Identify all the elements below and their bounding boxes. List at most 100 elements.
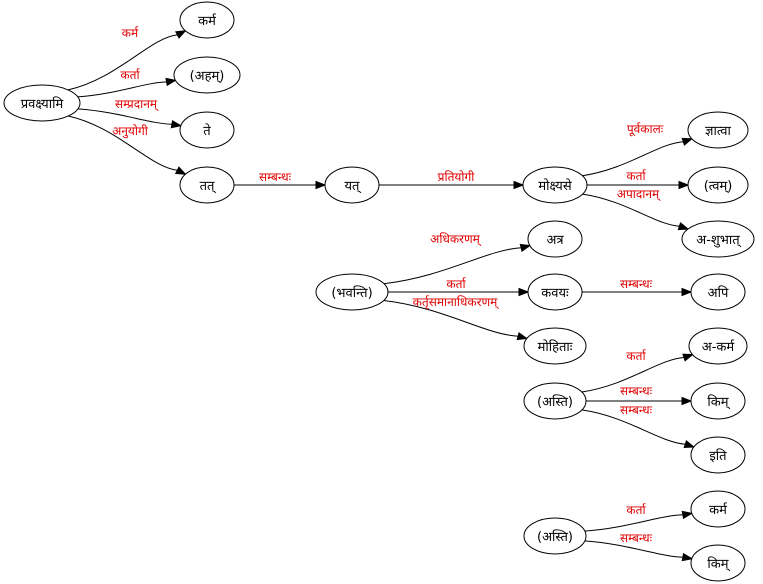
node-label: अ-शुभात् [696, 233, 741, 248]
node-n1: कर्म [179, 1, 235, 39]
node-ellipse [523, 517, 587, 555]
edge-line [581, 357, 685, 393]
arrowhead-icon [678, 180, 690, 190]
edge-label: कर्ता [446, 277, 466, 291]
arrowhead-icon [174, 166, 187, 175]
edge-label: सम्बन्धः [620, 384, 653, 398]
edge-label: सम्बन्धः [259, 170, 292, 184]
edge-n11-n14: कर्तृसमानाधिकरणम् [383, 295, 529, 341]
edge-n20-n19: कर्ता [584, 503, 694, 532]
node-n6: मोक्ष्यसे [522, 166, 588, 204]
node-n11: (भवन्ति) [315, 273, 389, 311]
edge-line [383, 247, 522, 285]
node-label: किम् [707, 394, 730, 410]
node-n13: अपि [690, 273, 746, 311]
node-ellipse [527, 273, 583, 311]
arrowhead-icon [165, 77, 177, 87]
arrowhead-icon [681, 396, 693, 406]
edge-line [68, 115, 178, 171]
node-label: (अस्ति) [537, 529, 573, 545]
node-ellipse [690, 436, 746, 474]
node-ellipse [681, 220, 755, 258]
edge-label: सम्प्रदानम् [115, 97, 159, 112]
edge-n12-n13: सम्बन्धः [582, 277, 693, 297]
node-label: (भवन्ति) [331, 285, 372, 301]
edge-line [77, 81, 167, 98]
node-label: अत्र [546, 233, 564, 248]
node-label: (अस्ति) [537, 394, 573, 410]
node-n17: किम् [690, 382, 746, 420]
node-n19: कर्म [690, 490, 746, 528]
edge-n16-n17: सम्बन्धः [586, 384, 693, 406]
edge-n5-n6: प्रतियोगी [379, 170, 525, 190]
arrowhead-icon [315, 180, 327, 190]
node-ellipse [173, 56, 241, 94]
edge-n11-n12: कर्ता [388, 277, 530, 297]
arrowhead-icon [681, 510, 694, 520]
edge-label: कर्म [122, 26, 139, 40]
edge-label: कर्ता [120, 68, 140, 82]
edge-n6-n9: अपादानम् [582, 187, 690, 231]
node-label: कवयः [541, 286, 569, 301]
node-ellipse [523, 382, 587, 420]
arrowhead-icon [518, 287, 530, 297]
edge-n20-n21: सम्बन्धः [584, 531, 694, 562]
arrowhead-icon [681, 137, 694, 146]
edge-label: कर्ता [626, 349, 646, 363]
node-label: कर्म [198, 13, 217, 29]
edge-line [582, 141, 684, 177]
node-ellipse [690, 544, 746, 582]
arrowhead-icon [682, 353, 694, 362]
node-label: अपि [708, 285, 729, 301]
edge-label: सम्बन्धः [620, 403, 653, 417]
node-label: मोक्ष्यसे [538, 178, 571, 194]
node-n14: मोहिताः [523, 327, 587, 365]
edge-label: पूर्वकालः [627, 122, 664, 137]
node-label: ज्ञात्वा [705, 124, 731, 139]
node-ellipse [523, 327, 587, 365]
node-ellipse [690, 490, 746, 528]
arrowhead-icon [519, 243, 532, 253]
edge-label: अधिकरणम् [430, 232, 482, 247]
edge-n16-n18: सम्बन्धः [581, 403, 696, 449]
edge-n4-n5: सम्बन्धः [234, 170, 327, 190]
node-ellipse [690, 273, 746, 311]
edge-label: प्रतियोगी [438, 170, 476, 184]
node-n7: ज्ञात्वा [687, 111, 749, 149]
node-label: किम् [707, 556, 730, 572]
edge-label: सम्बन्धः [620, 277, 653, 291]
arrowhead-icon [683, 439, 696, 449]
node-label: इति [709, 448, 727, 464]
node-n0: प्रवक्ष्यामि [3, 84, 81, 122]
node-n20: (अस्ति) [523, 517, 587, 555]
node-n8: (त्वम्) [687, 166, 749, 204]
edge-n0-n3: सम्प्रदानम् [77, 97, 183, 129]
edge-n6-n8: कर्ता [587, 169, 690, 190]
edges-layer: कर्मकर्तासम्प्रदानम्अनुयोगीसम्बन्धःप्रति… [67, 26, 696, 562]
node-ellipse [690, 382, 746, 420]
node-ellipse [527, 220, 583, 258]
nodes-layer: प्रवक्ष्यामिकर्म(अहम्)तेतत्यत्मोक्ष्यसेज… [3, 1, 755, 582]
edge-n11-n10: अधिकरणम् [383, 232, 532, 285]
node-label: यत् [345, 179, 362, 194]
node-ellipse [179, 166, 235, 204]
edge-label: अपादानम् [617, 187, 661, 202]
edge-label: कर्तृसमानाधिकरणम् [413, 295, 500, 310]
node-n4: तत् [179, 166, 235, 204]
node-n15: अ-कर्म [688, 327, 748, 365]
node-ellipse [687, 111, 749, 149]
node-ellipse [687, 166, 749, 204]
node-n18: इति [690, 436, 746, 474]
node-n2: (अहम्) [173, 56, 241, 94]
edge-line [581, 409, 686, 445]
node-label: मोहिताः [538, 339, 573, 355]
edge-n0-n1: कर्म [67, 26, 187, 91]
node-n16: (अस्ति) [523, 382, 587, 420]
node-ellipse [324, 166, 380, 204]
edge-line [584, 540, 683, 558]
node-n10: अत्र [527, 220, 583, 258]
arrowhead-icon [175, 30, 187, 39]
node-label: (त्वम्) [704, 179, 733, 194]
edge-n6-n7: पूर्वकालः [582, 122, 694, 177]
edge-label: सम्बन्धः [620, 531, 653, 545]
